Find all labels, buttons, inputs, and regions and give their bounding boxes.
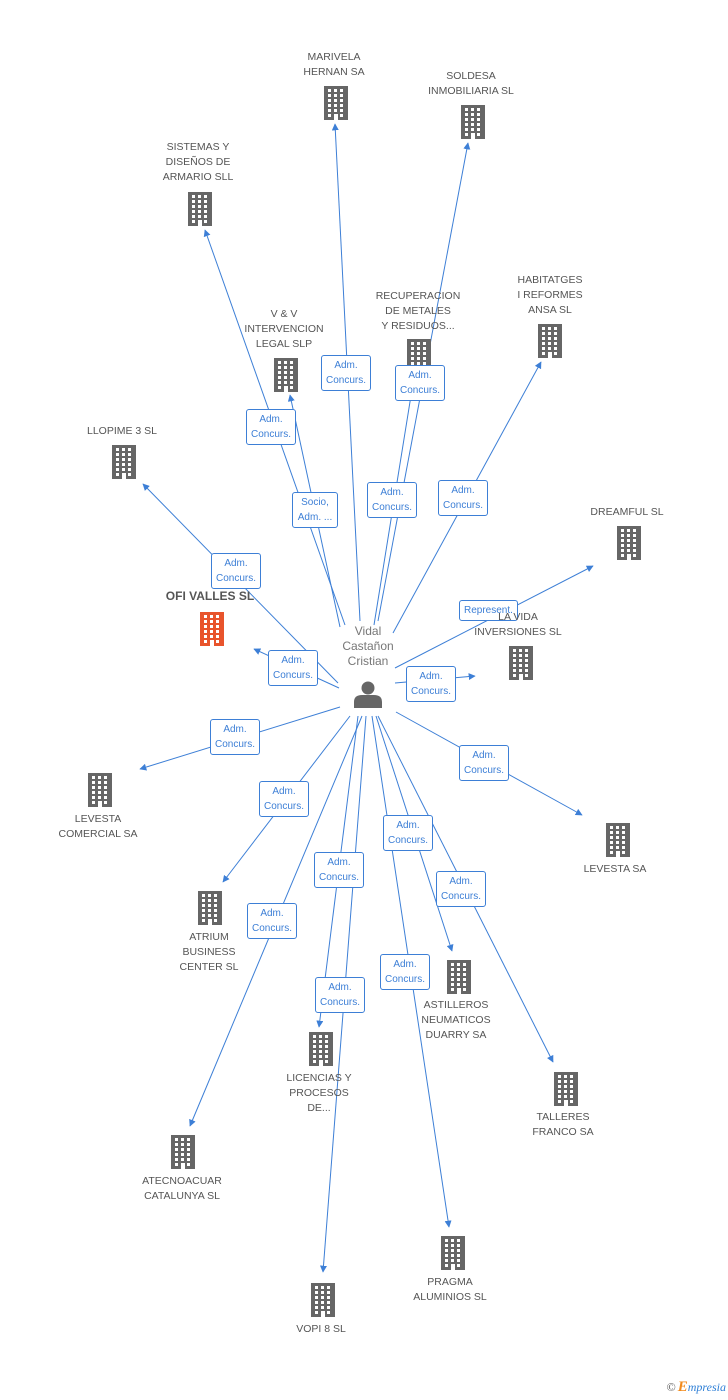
company-label-lavida[interactable]: LA VIDA INVERSIONES SL bbox=[474, 611, 562, 638]
center-person-label[interactable]: Vidal Castañon Cristian bbox=[342, 624, 394, 668]
edge-label-marivela[interactable]: Adm. Concurs. bbox=[321, 355, 372, 391]
building-icon-atrium[interactable] bbox=[198, 891, 222, 925]
edge-label-astilleros[interactable]: Adm. Concurs. bbox=[383, 815, 434, 851]
edge-label-vopi[interactable]: Adm. Concurs. bbox=[315, 977, 366, 1013]
edge-label-talleres[interactable]: Adm. Concurs. bbox=[436, 871, 487, 907]
company-label-pragma[interactable]: PRAGMA ALUMINIOS SL bbox=[413, 1276, 487, 1303]
company-label-ofi[interactable]: OFI VALLES SL bbox=[165, 589, 255, 603]
edge-label-levcom[interactable]: Adm. Concurs. bbox=[210, 719, 261, 755]
edge-label-pragma[interactable]: Adm. Concurs. bbox=[380, 954, 431, 990]
company-label-llopime[interactable]: LLOPIME 3 SL bbox=[86, 425, 158, 437]
edge-label-sistemas[interactable]: Adm. Concurs. bbox=[246, 409, 297, 445]
company-label-vopi[interactable]: VOPI 8 SL bbox=[296, 1323, 346, 1335]
building-icon-dreamful[interactable] bbox=[617, 526, 641, 560]
edge-label-soldesa[interactable]: Adm. Concurs. bbox=[395, 365, 446, 401]
building-icon-marivela[interactable] bbox=[324, 86, 348, 120]
edge-label-dreamful[interactable]: Represent. bbox=[459, 600, 518, 621]
company-label-levcom[interactable]: LEVESTA COMERCIAL SA bbox=[58, 813, 138, 840]
edge-label-levesta[interactable]: Adm. Concurs. bbox=[459, 745, 510, 781]
edge-label-ofi[interactable]: Adm. Concurs. bbox=[268, 650, 319, 686]
building-icon-llopime[interactable] bbox=[112, 445, 136, 479]
company-label-talleres[interactable]: TALLERES FRANCO SA bbox=[532, 1111, 594, 1138]
building-icon-ofi[interactable] bbox=[200, 612, 224, 646]
company-label-sistemas[interactable]: SISTEMAS Y DISEÑOS DE ARMARIO SLL bbox=[162, 141, 234, 183]
edge-label-llopime[interactable]: Adm. Concurs. bbox=[211, 553, 262, 589]
building-icon-licencias[interactable] bbox=[309, 1032, 333, 1066]
building-icon-atecno[interactable] bbox=[171, 1135, 195, 1169]
company-label-marivela[interactable]: MARIVELA HERNAN SA bbox=[303, 51, 365, 78]
person-icon[interactable] bbox=[354, 681, 382, 709]
company-label-dreamful[interactable]: DREAMFUL SL bbox=[590, 506, 664, 518]
empresia-logo-text: mpresia bbox=[687, 1380, 726, 1394]
company-label-atrium[interactable]: ATRIUM BUSINESS CENTER SL bbox=[179, 931, 239, 973]
building-icon-vv[interactable] bbox=[274, 358, 298, 392]
building-icon-talleres[interactable] bbox=[554, 1072, 578, 1106]
building-icon-lavida[interactable] bbox=[509, 646, 533, 680]
company-label-astilleros[interactable]: ASTILLEROS NEUMATICOS DUARRY SA bbox=[421, 999, 491, 1041]
edge-label-licencias[interactable]: Adm. Concurs. bbox=[314, 852, 365, 888]
edge-label-recuperacion[interactable]: Adm. Concurs. bbox=[367, 482, 418, 518]
company-label-licencias[interactable]: LICENCIAS Y PROCESOS DE... bbox=[286, 1072, 352, 1114]
company-label-levesta[interactable]: LEVESTA SA bbox=[583, 863, 647, 875]
company-label-habitatges[interactable]: HABITATGES I REFORMES ANSA SL bbox=[517, 274, 583, 316]
empresia-logo-initial: E bbox=[677, 1379, 688, 1395]
company-label-vv[interactable]: V & V INTERVENCION LEGAL SLP bbox=[244, 308, 324, 350]
edge-label-atrium[interactable]: Adm. Concurs. bbox=[259, 781, 310, 817]
edge-label-lavida[interactable]: Adm. Concurs. bbox=[406, 666, 457, 702]
empresia-credit: ©Empresia bbox=[667, 1379, 726, 1396]
building-icon-vopi[interactable] bbox=[311, 1283, 335, 1317]
building-icon-soldesa[interactable] bbox=[461, 105, 485, 139]
edge-label-vv[interactable]: Socio, Adm. ... bbox=[292, 492, 338, 528]
building-icon-levcom[interactable] bbox=[88, 773, 112, 807]
building-icon-sistemas[interactable] bbox=[188, 192, 212, 226]
copyright-symbol: © bbox=[666, 1380, 676, 1394]
building-icon-astilleros[interactable] bbox=[447, 960, 471, 994]
company-label-atecno[interactable]: ATECNOACUAR CATALUNYA SL bbox=[142, 1175, 222, 1202]
building-icon-pragma[interactable] bbox=[441, 1236, 465, 1270]
company-label-recuperacion[interactable]: RECUPERACION DE METALES Y RESIDUOS... bbox=[375, 290, 461, 332]
edge-label-habitatges[interactable]: Adm. Concurs. bbox=[438, 480, 489, 516]
company-label-soldesa[interactable]: SOLDESA INMOBILIARIA SL bbox=[428, 70, 514, 97]
building-icon-habitatges[interactable] bbox=[538, 324, 562, 358]
building-icon-levesta[interactable] bbox=[606, 823, 630, 857]
edge-label-atecno[interactable]: Adm. Concurs. bbox=[247, 903, 298, 939]
